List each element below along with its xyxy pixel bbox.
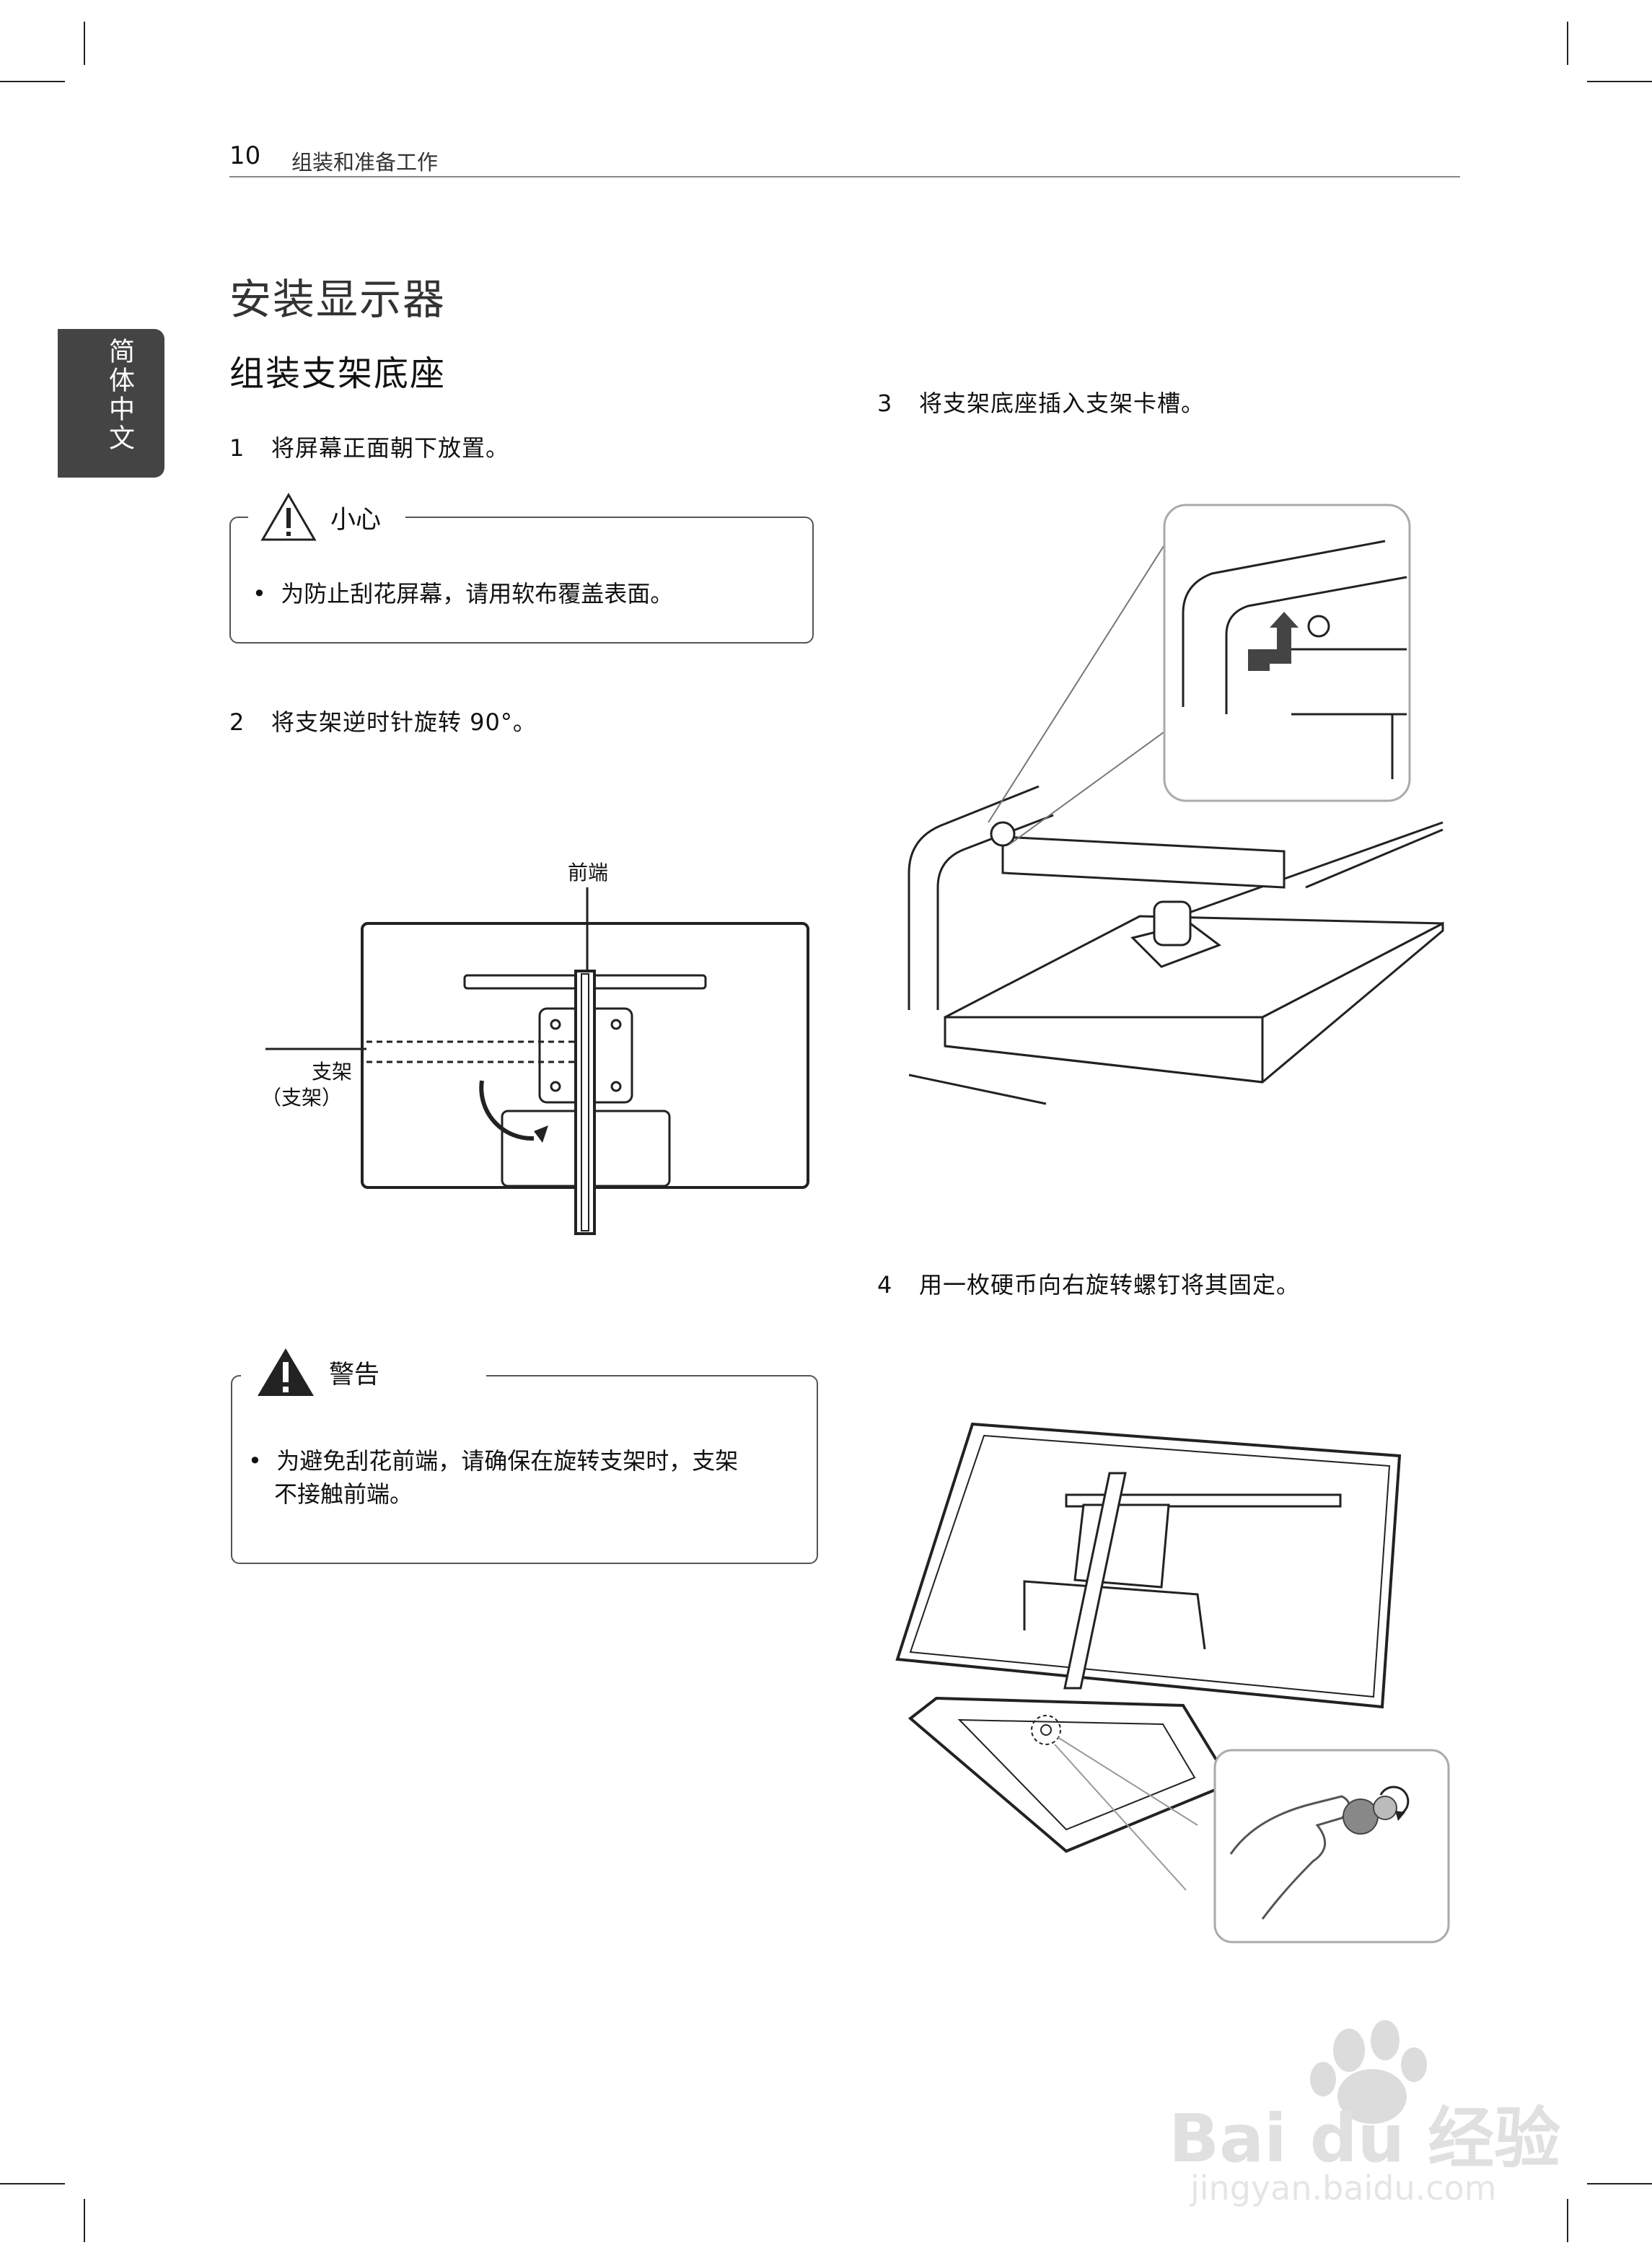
page-number: 10	[229, 141, 261, 170]
baidu-watermark: Bai du 经验 jingyan.baidu.com	[1169, 1998, 1560, 2218]
step-text: 将支架逆时针旋转 90°。	[271, 708, 537, 736]
warning-text-line1: 为避免刮花前端，请确保在旋转支架时，支架	[276, 1447, 739, 1475]
stand-label-alt: （支架）	[260, 1086, 342, 1110]
crop-mark	[0, 81, 65, 82]
step-4: 4 用一枚硬币向右旋转螺钉将其固定。	[877, 1267, 1300, 1300]
step-number: 4	[877, 1271, 893, 1299]
insert-base-illustration	[908, 504, 1444, 1105]
figure-insert-base	[902, 498, 1450, 1118]
step-text: 将屏幕正面朝下放置。	[271, 434, 510, 462]
crop-mark	[0, 2183, 65, 2184]
warning-header: 警告	[241, 1346, 486, 1398]
step-number: 2	[229, 708, 245, 736]
language-tab[interactable]: 简体中文	[58, 329, 164, 478]
warning-text-line2: 不接触前端。	[274, 1480, 413, 1508]
rotate-stand-illustration	[265, 887, 809, 1235]
front-label: 前端	[567, 861, 608, 884]
caution-text: 为防止刮花屏幕，请用软布覆盖表面。	[281, 580, 674, 607]
crop-mark	[84, 22, 85, 65]
caution-header: 小心	[248, 492, 406, 543]
baidu-paw-logo	[1310, 2020, 1427, 2124]
warning-text-row: • 为避免刮花前端，请确保在旋转支架时，支架 不接触前端。	[248, 1444, 738, 1511]
watermark-logo-text: Bai du 经验	[1169, 2100, 1561, 2177]
figure-rotate-stand: 前端 支架 （支架）	[260, 861, 837, 1255]
crop-mark	[1587, 2183, 1652, 2184]
figure-coin-screw	[895, 1414, 1464, 1948]
caution-label: 小心	[317, 499, 395, 536]
step-number: 3	[877, 390, 893, 417]
watermark-url: jingyan.baidu.com	[1190, 2169, 1497, 2208]
caution-text-row: • 为防止刮花屏幕，请用软布覆盖表面。	[252, 577, 673, 610]
step-1: 1 将屏幕正面朝下放置。	[229, 430, 509, 463]
caution-icon	[260, 493, 317, 541]
warning-label: 警告	[316, 1353, 393, 1391]
header-rule	[229, 176, 1460, 177]
coin-screw-illustration	[895, 1422, 1450, 1944]
bullet: •	[248, 1447, 277, 1475]
page-title: 安装显示器	[229, 275, 447, 324]
crop-mark	[1567, 22, 1568, 65]
section-title: 组装和准备工作	[291, 150, 439, 175]
crop-mark	[84, 2199, 85, 2242]
step-text: 将支架底座插入支架卡槽。	[919, 390, 1205, 417]
step-2: 2 将支架逆时针旋转 90°。	[229, 704, 537, 737]
step-3: 3 将支架底座插入支架卡槽。	[877, 385, 1205, 418]
warning-icon	[258, 1348, 314, 1396]
section-heading: 组装支架底座	[229, 353, 447, 394]
step-number: 1	[229, 434, 245, 462]
stand-label: 支架	[311, 1060, 352, 1084]
crop-mark	[1587, 81, 1652, 82]
bullet: •	[252, 580, 281, 607]
warning-box	[231, 1375, 818, 1564]
language-tab-label: 简体中文	[105, 338, 134, 453]
step-text: 用一枚硬币向右旋转螺钉将其固定。	[919, 1271, 1301, 1299]
crop-mark	[1567, 2199, 1568, 2242]
